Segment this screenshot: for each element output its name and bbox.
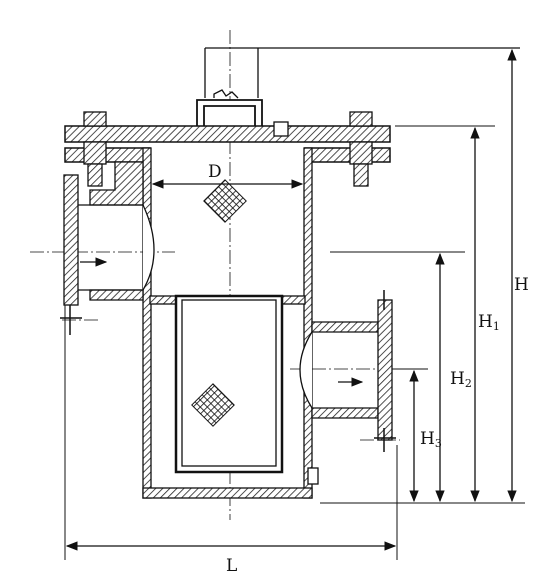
- dimension-h-label: H: [514, 275, 529, 295]
- outlet-nozzle: [299, 290, 396, 452]
- filter-basket: [149, 294, 306, 474]
- mesh-screen-icon: [203, 179, 247, 223]
- mesh-screen-icon: [191, 383, 235, 427]
- body-bottom: [142, 487, 313, 499]
- hex-bolt-icon: [83, 111, 373, 485]
- dimension-h1-label: H1: [478, 312, 500, 333]
- dimension-h3-label: H3: [420, 429, 442, 450]
- body-wall-right: [303, 147, 313, 499]
- cover-plate: [64, 125, 391, 143]
- lifting-handle: [196, 99, 263, 126]
- dimension-d-label: D: [208, 162, 222, 182]
- body-wall-left: [142, 147, 152, 499]
- dimension-h2-label: H2: [450, 369, 472, 390]
- body-flange-right: [304, 147, 391, 163]
- body-flange-left: [64, 147, 151, 163]
- dimension-l-label: L: [226, 556, 237, 575]
- extension-lines: [320, 125, 525, 504]
- shaft-bracket: [204, 47, 520, 99]
- inlet-nozzle: [60, 161, 155, 335]
